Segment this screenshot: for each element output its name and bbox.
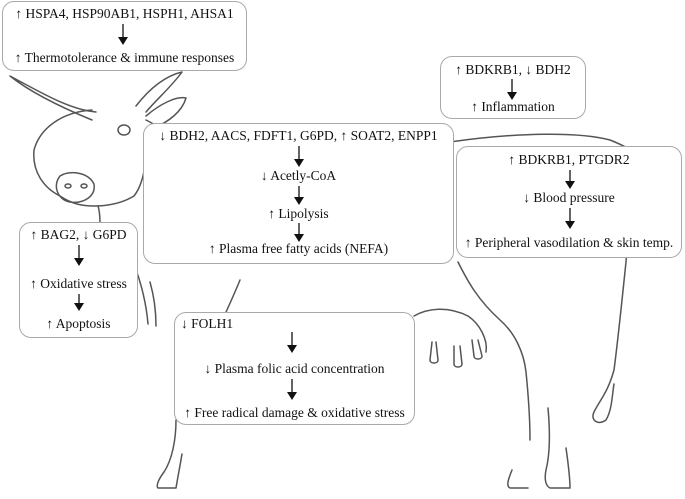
oxidative-stress-step: ↑ Oxidative stress: [30, 276, 127, 291]
cow-nostril-right: [80, 183, 88, 189]
heat-shock-box: ↑ HSPA4, HSP90AB1, HSPH1, AHSA1 ↑ Thermo…: [2, 1, 247, 71]
folic-acid-step: ↓ Plasma folic acid concentration: [204, 361, 385, 376]
folic-genes: ↓ FOLH1: [181, 316, 234, 331]
blood-pressure-step: ↓ Blood pressure: [523, 190, 615, 205]
inflammation-effect: ↑ Inflammation: [471, 99, 555, 114]
inflammation-genes: ↑ BDKRB1, ↓ BDH2: [455, 62, 571, 77]
down-arrow-icon: [74, 245, 84, 266]
cow-teat-3: [471, 339, 483, 360]
down-arrow-icon: [287, 332, 297, 353]
cow-ear: [145, 96, 187, 129]
down-arrow-icon: [294, 223, 304, 242]
down-arrow-icon: [565, 170, 575, 189]
down-arrow-icon: [507, 79, 517, 100]
inflammation-box: ↑ BDKRB1, ↓ BDH2 ↑ Inflammation: [440, 56, 586, 119]
down-arrow-icon: [118, 24, 128, 45]
cow-front-leg: [156, 419, 183, 489]
lipolysis-step: ↑ Lipolysis: [268, 206, 329, 221]
down-arrow-icon: [74, 294, 84, 311]
cow-rear-leg: [544, 407, 571, 489]
apoptosis-effect: ↑ Apoptosis: [46, 316, 111, 331]
cow-left-horn: [9, 75, 97, 121]
cow-nostril-left: [64, 183, 72, 189]
cow-udder: [413, 308, 488, 353]
oxidative-stress-box: ↑ BAG2, ↓ G6PD ↑ Oxidative stress ↑ Apop…: [19, 222, 138, 338]
lipid-genes: ↓ BDH2, AACS, FDFT1, G6PD, ↑ SOAT2, ENPP…: [159, 128, 438, 143]
thermotolerance-effect: ↑ Thermotolerance & immune responses: [14, 50, 235, 65]
lipid-metabolism-box: ↓ BDH2, AACS, FDFT1, G6PD, ↑ SOAT2, ENPP…: [143, 123, 454, 264]
cow-hind-hoof: [507, 469, 529, 489]
cow-muzzle: [55, 171, 95, 204]
cow-rear-thigh: [457, 261, 531, 441]
cow-eye: [117, 124, 131, 136]
down-arrow-icon: [294, 146, 304, 167]
folic-acid-box: ↓ FOLH1 ↓ Plasma folic acid concentratio…: [174, 312, 415, 425]
heat-shock-genes: ↑ HSPA4, HSP90AB1, HSPH1, AHSA1: [15, 6, 234, 21]
down-arrow-icon: [565, 208, 575, 229]
free-radical-effect: ↑ Free radical damage & oxidative stress: [184, 405, 405, 420]
blood-pressure-box: ↑ BDKRB1, PTGDR2 ↓ Blood pressure ↑ Peri…: [456, 146, 682, 258]
cow-teat-2: [453, 345, 463, 368]
cow-right-horn: [135, 71, 183, 113]
cow-front-leg-inner: [149, 281, 157, 327]
blood-pressure-genes: ↑ BDKRB1, PTGDR2: [508, 152, 630, 167]
vasodilation-effect: ↑ Peripheral vasodilation & skin temp.: [464, 235, 674, 250]
acetyl-coa-step: ↓ Acetly-CoA: [260, 168, 337, 183]
down-arrow-icon: [287, 379, 297, 400]
cow-teat-1: [429, 341, 439, 364]
cow-head: [33, 109, 147, 207]
oxidative-genes: ↑ BAG2, ↓ G6PD: [30, 227, 127, 242]
down-arrow-icon: [294, 186, 304, 205]
nefa-effect: ↑ Plasma free fatty acids (NEFA): [208, 241, 389, 256]
